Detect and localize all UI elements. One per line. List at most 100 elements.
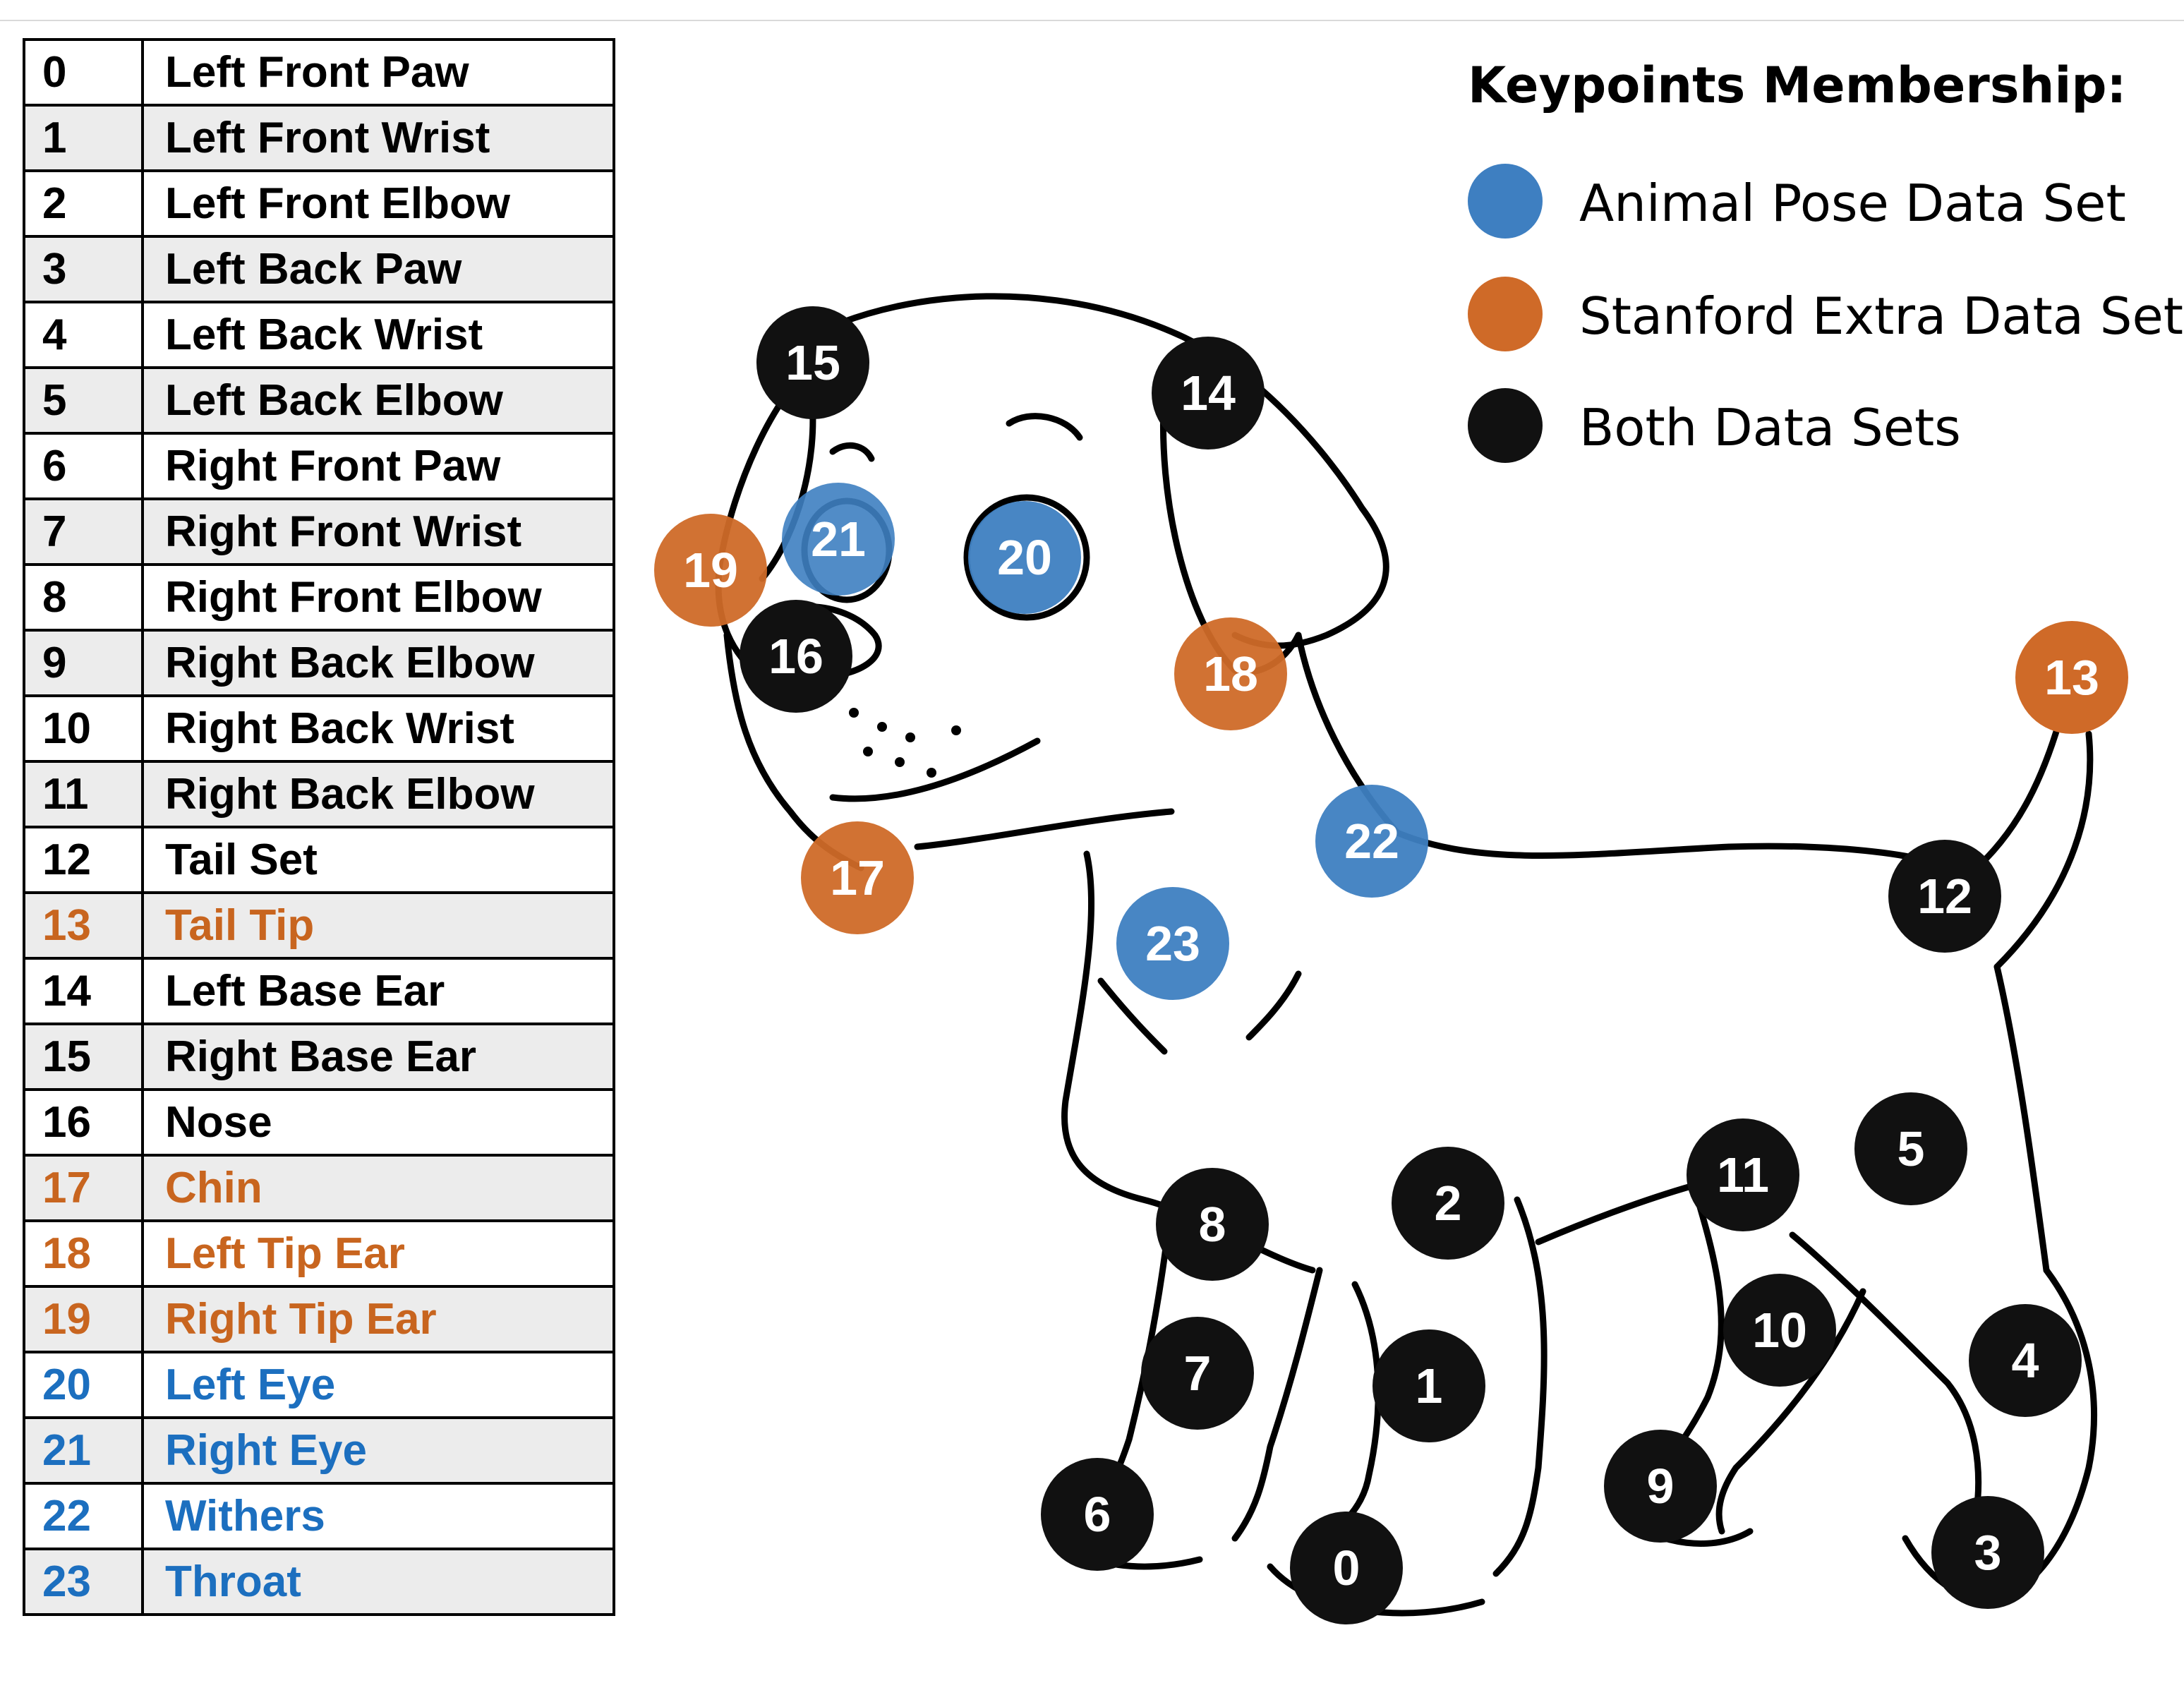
keypoint-index: 2 [23,169,144,238]
keypoint-marker-label: 0 [1333,1540,1361,1596]
keypoint-name: Left Front Paw [141,38,615,107]
keypoint-index: 10 [23,694,144,763]
keypoint-marker-20: 20 [968,501,1081,614]
keypoint-marker-2: 2 [1392,1147,1504,1260]
keypoint-index: 14 [23,957,144,1025]
keypoint-name: Right Back Elbow [141,629,615,697]
keypoint-name: Left Eye [141,1351,615,1419]
keypoint-index: 19 [23,1285,144,1353]
keypoint-marker-18: 18 [1174,617,1287,730]
keypoint-name: Nose [141,1088,615,1157]
keypoint-marker-11: 11 [1687,1118,1799,1231]
keypoint-index: 22 [23,1482,144,1550]
keypoint-marker-label: 12 [1917,869,1972,924]
keypoint-name: Right Front Paw [141,432,615,500]
keypoint-index: 16 [23,1088,144,1157]
keypoint-marker-17: 17 [801,821,914,934]
keypoint-name: Right Base Ear [141,1023,615,1091]
legend-label: Animal Pose Data Set [1579,174,2126,233]
keypoint-marker-label: 10 [1752,1303,1807,1358]
keypoint-marker-label: 2 [1435,1176,1462,1231]
keypoint-index: 7 [23,497,144,566]
keypoint-marker-label: 19 [683,543,738,598]
keypoint-marker-label: 1 [1416,1358,1443,1413]
keypoint-marker-label: 13 [2044,650,2099,705]
top-divider [0,20,2184,21]
keypoint-index: 11 [23,760,144,828]
keypoint-index: 1 [23,104,144,172]
keypoint-index: 3 [23,235,144,303]
keypoint-marker-label: 15 [785,335,840,390]
keypoint-marker-4: 4 [1969,1304,2082,1417]
keypoint-index: 23 [23,1548,144,1616]
keypoint-marker-label: 6 [1084,1487,1111,1542]
keypoint-marker-label: 7 [1184,1346,1212,1401]
keypoint-marker-21: 21 [782,483,895,596]
keypoint-name: Left Back Paw [141,235,615,303]
muzzle-dots [849,708,961,778]
keypoint-marker-label: 23 [1145,916,1200,971]
keypoint-name: Right Tip Ear [141,1285,615,1353]
keypoint-name: Right Eye [141,1416,615,1485]
keypoint-marker-3: 3 [1931,1496,2044,1609]
legend-title: Keypoints Membership: [1468,56,2127,114]
keypoint-name: Right Front Elbow [141,563,615,632]
keypoint-marker-label: 18 [1203,646,1258,701]
legend-label: Both Data Sets [1579,398,1961,457]
keypoint-name: Right Front Wrist [141,497,615,566]
keypoint-marker-label: 11 [1717,1147,1769,1202]
keypoint-marker-13: 13 [2015,621,2128,734]
keypoint-marker-label: 20 [997,530,1052,585]
keypoint-marker-15: 15 [756,306,869,419]
keypoint-index: 6 [23,432,144,500]
keypoint-index: 5 [23,366,144,435]
keypoint-index: 18 [23,1219,144,1288]
keypoint-markers: 0 1 2 3 4 5 6 7 8 9 10 11 12 13 14 15 16… [654,306,2128,1624]
keypoint-marker-label: 4 [2012,1333,2039,1388]
keypoint-index: 20 [23,1351,144,1419]
keypoint-name: Tail Set [141,826,615,894]
keypoint-name: Withers [141,1482,615,1550]
keypoint-marker-12: 12 [1888,840,2001,953]
keypoint-marker-label: 21 [811,512,866,567]
keypoint-name: Left Base Ear [141,957,615,1025]
keypoint-marker-1: 1 [1372,1329,1485,1442]
keypoint-name: Left Back Elbow [141,366,615,435]
keypoint-marker-5: 5 [1854,1092,1967,1205]
keypoint-index: 12 [23,826,144,894]
legend-dot-black [1468,388,1543,463]
keypoint-marker-23: 23 [1116,887,1229,1000]
keypoint-index: 8 [23,563,144,632]
keypoint-name: Left Tip Ear [141,1219,615,1288]
keypoint-marker-22: 22 [1315,785,1428,898]
legend: Keypoints Membership: Animal Pose Data S… [1468,56,2183,463]
keypoint-name: Left Front Elbow [141,169,615,238]
keypoint-index: 4 [23,301,144,369]
keypoint-marker-10: 10 [1723,1274,1836,1387]
legend-dot-orange [1468,277,1543,351]
keypoint-marker-label: 3 [1974,1525,2002,1580]
keypoint-name: Throat [141,1548,615,1616]
